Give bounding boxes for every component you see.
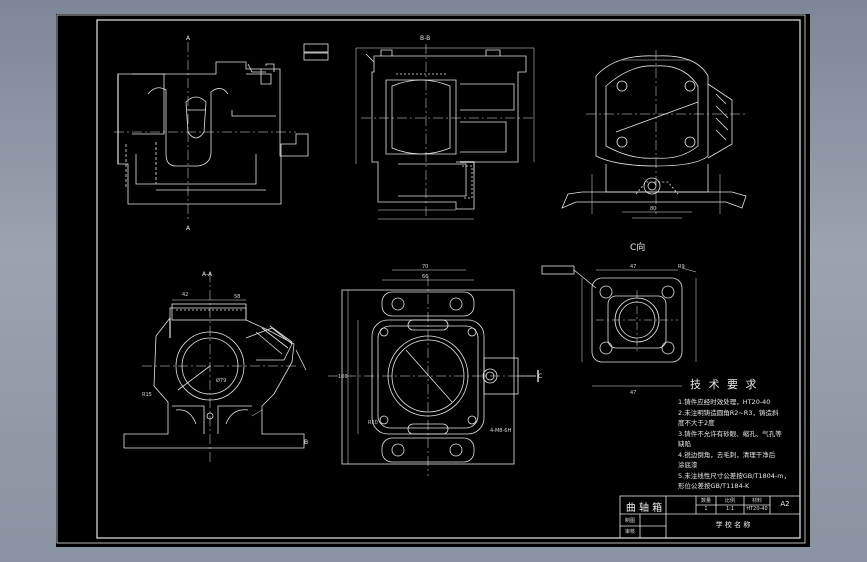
label-cut-b: B	[304, 439, 308, 446]
tech-line-3: 度不大于2度	[678, 419, 715, 427]
dim-r15: R15	[142, 392, 152, 398]
view-top-right	[561, 50, 747, 219]
view-labels: A-A B-B A A B C	[186, 35, 542, 446]
dim-47-top: 47	[630, 264, 636, 270]
tech-title: 技 术 要 求	[690, 378, 759, 391]
tech-line-6: 4.锐边倒角，去毛刺，清理干净后	[678, 451, 776, 459]
label-cut-a-bot: A	[186, 225, 191, 232]
scale-label: 比例	[724, 498, 735, 504]
view-top-middle	[303, 43, 535, 220]
qty-value: 1	[704, 506, 708, 512]
tech-line-1: 1.铸件应经时效处理，HT20-40	[678, 398, 771, 406]
dim-r9: R9	[678, 264, 685, 270]
material-label: 材料	[751, 498, 762, 504]
dim-m8: 4-M8-6H	[490, 428, 511, 434]
outer-frame	[56, 14, 806, 544]
view-top-left	[114, 42, 309, 222]
qty-label: 数量	[700, 498, 711, 504]
label-section-bb: B-B	[420, 35, 430, 42]
sheet-size: A2	[780, 500, 790, 508]
dim-100: 100	[338, 374, 348, 380]
tech-line-5: 缺陷	[678, 440, 691, 448]
label-section-aa: A-A	[202, 271, 213, 278]
dim-47-bot: 47	[630, 390, 636, 396]
dim-70: 70	[422, 264, 428, 270]
scale-value: 1:1	[725, 506, 735, 512]
tech-line-8: 5.未注线性尺寸公差按GB/T1804-m，	[678, 472, 791, 480]
cad-viewport[interactable]: Ø79 R15 58 42 70 66 100 R10 4-M8-6H 47 4…	[56, 14, 810, 547]
material-value: HT20-40	[746, 506, 768, 512]
view-bottom-middle	[328, 269, 539, 476]
tech-line-4: 3.铸件不允许有砂眼、缩孔、气孔等	[678, 430, 782, 438]
school-name: 学 校 名 称	[715, 521, 751, 529]
dim-58: 58	[234, 294, 240, 300]
view-bottom-left	[123, 272, 307, 464]
part-name: 曲 轴 箱	[625, 503, 663, 514]
engineering-drawing: Ø79 R15 58 42 70 66 100 R10 4-M8-6H 47 4…	[56, 14, 806, 544]
dim-80: 80	[650, 206, 656, 212]
checked-label: 审核	[624, 529, 635, 535]
view-c-caption: C向	[630, 243, 646, 253]
inner-frame	[96, 19, 801, 539]
tech-line-9: 形位公差按GB/T1184-K	[678, 482, 750, 490]
tech-line-2: 2.未注明铸造圆角R2~R3，铸造斜	[678, 409, 779, 417]
label-cut-a-top: A	[186, 35, 191, 42]
view-c	[541, 265, 697, 387]
tech-line-7: 涂底漆	[678, 461, 698, 469]
title-block	[619, 495, 801, 539]
dim-42: 42	[182, 292, 188, 298]
dim-66: 66	[422, 274, 428, 280]
label-cut-c: C	[538, 373, 542, 380]
dim-d79: Ø79	[216, 377, 226, 384]
dim-r10: R10	[368, 420, 378, 426]
drawn-label: 制图	[624, 518, 635, 524]
dimension-texts: Ø79 R15 58 42 70 66 100 R10 4-M8-6H 47 4…	[142, 206, 685, 434]
